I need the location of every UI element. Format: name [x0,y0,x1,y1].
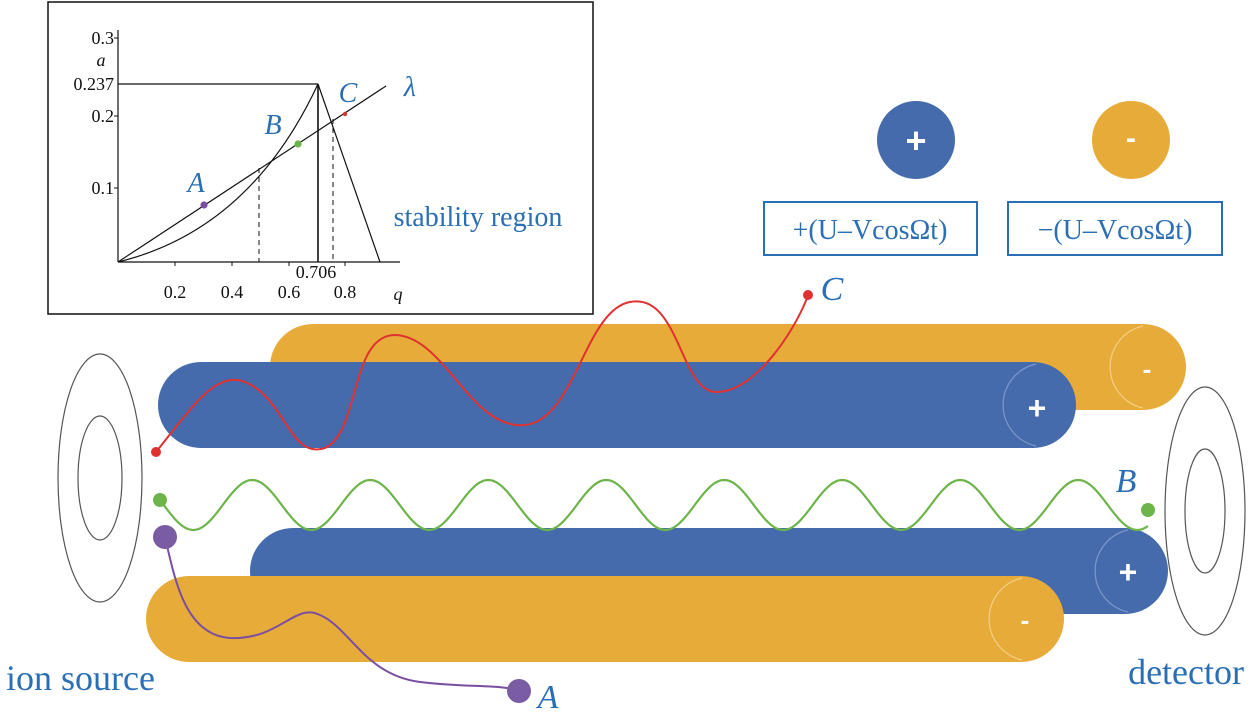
y-tick-label-0.2: 0.2 [92,106,115,126]
minus-voltage-box [1007,201,1223,256]
rod-bottom-front-negative: - [146,576,1064,662]
right-boundary-line [317,83,381,263]
trajectory-B [159,478,1149,532]
lower-boundary-curve [117,83,319,263]
x-tick-label-0.6: 0.6 [278,282,301,302]
rod-top-front-positive: + [158,362,1076,448]
trajectory-C-start [151,447,161,457]
lambda-label: λ [403,72,416,103]
trajectory-B-start [153,493,167,507]
polarity-legend: + - +(U–VcosΩt) −(U–VcosΩt) [763,101,1223,256]
rod-end-cap [1002,363,1037,447]
exit-aperture [1164,386,1246,636]
rod-body [158,362,1076,448]
trajectory-A-start [153,525,177,549]
stability-plot: 0.3 a 0.237 0.2 0.1 0.2 0.4 0.6 0.8 0.70… [47,1,594,315]
stability-region-label: stability region [394,202,563,233]
trajectory-A-label: A [536,679,559,716]
trajectory-B-label: B [1116,463,1137,500]
rod-sign: - [1021,605,1030,635]
plus-voltage-box [763,201,978,256]
minus-legend-sign: - [1126,122,1136,155]
rod-sign: + [1028,390,1047,426]
trajectory-C [155,294,809,453]
rod-end-cap [1094,529,1129,613]
operating-line [117,85,387,263]
point-B-dot [294,140,302,148]
plot-label-C: C [339,78,358,109]
trajectory-C-end [803,290,813,300]
trajectory-A [164,536,520,692]
rod-sign: + [1119,554,1138,590]
rod-end-cap [1109,325,1144,409]
point-A-dot [200,201,208,209]
plus-legend-sign: + [905,120,926,161]
y-axis-label: a [97,50,106,70]
y-tick-label-0.1: 0.1 [92,178,115,198]
plot-label-A: A [185,168,205,199]
rod-end-cap [988,577,1023,661]
minus-legend-circle [1092,101,1170,179]
y-tick-label-0.237: 0.237 [74,74,115,94]
minus-voltage-label: −(U–VcosΩt) [1038,215,1193,246]
x-tick-label-0.2: 0.2 [164,282,187,302]
ion-source-label: ion source [6,658,155,698]
x-tick-label-0.4: 0.4 [221,282,244,302]
entrance-aperture [57,353,143,603]
point-C-dot [342,111,348,117]
trajectory-B-end [1141,503,1155,517]
exit-ring-inner [1184,448,1226,574]
entrance-ring-inner [77,415,123,541]
y-tick-label-0.3: 0.3 [92,28,115,48]
rod-body [146,576,1064,662]
plus-voltage-label: +(U–VcosΩt) [793,215,948,246]
plot-label-B: B [264,110,281,141]
exit-ring-outer [1164,386,1246,636]
q-marker-label: 0.706 [296,262,337,282]
trajectory-C-label: C [821,271,844,308]
rod-sign: - [1143,354,1152,384]
x-tick-label-0.8: 0.8 [334,282,357,302]
trajectory-A-end [507,679,531,703]
detector-label: detector [1128,652,1244,692]
plus-legend-circle [877,101,955,179]
entrance-ring-outer [57,353,143,603]
x-axis-label: q [394,284,403,304]
